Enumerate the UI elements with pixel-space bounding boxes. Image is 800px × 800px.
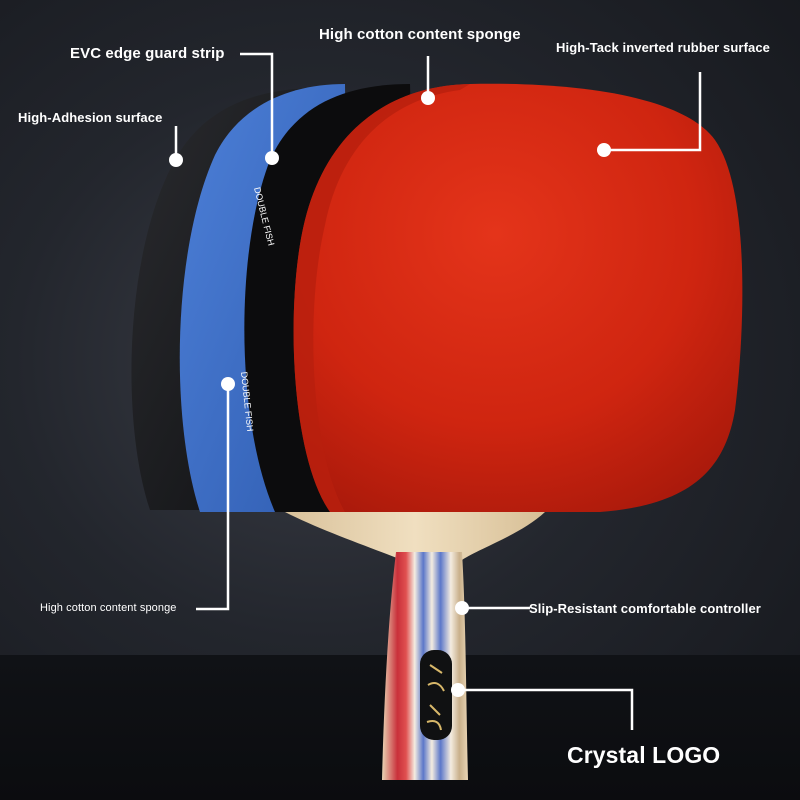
dot-high-tack (597, 143, 611, 157)
crystal-logo-badge (420, 650, 452, 740)
callout-line-high-cotton-lower (196, 384, 230, 611)
label-high-tack-surface: High-Tack inverted rubber surface (556, 40, 771, 55)
dot-high-cotton-lower (221, 377, 235, 391)
dot-high-cotton-top (421, 91, 435, 105)
label-high-adhesion-surface: High-Adhesion surface (18, 110, 163, 125)
red-sponge-edge (293, 84, 470, 512)
label-crystal-logo: Crystal LOGO (567, 742, 721, 768)
label-high-cotton-sponge-lower: High cotton content sponge (40, 602, 177, 614)
dot-evc (265, 151, 279, 165)
dot-crystal (451, 683, 465, 697)
callout-line-crystal (458, 688, 634, 730)
wood-blade (285, 512, 545, 560)
callout-line-evc (240, 52, 274, 158)
callout-dots (169, 91, 611, 697)
logo-calligraphy (426, 664, 445, 731)
label-slip-resistant-controller: Slip-Resistant comfortable controller (529, 601, 761, 616)
red-rubber-sheet (293, 83, 743, 513)
dot-high-adhesion (169, 153, 183, 167)
label-high-cotton-sponge-top: High cotton content sponge (319, 26, 521, 43)
label-evc-edge-guard: EVC edge guard strip (70, 45, 225, 62)
dot-slip (455, 601, 469, 615)
callout-line-high-tack (604, 72, 702, 152)
